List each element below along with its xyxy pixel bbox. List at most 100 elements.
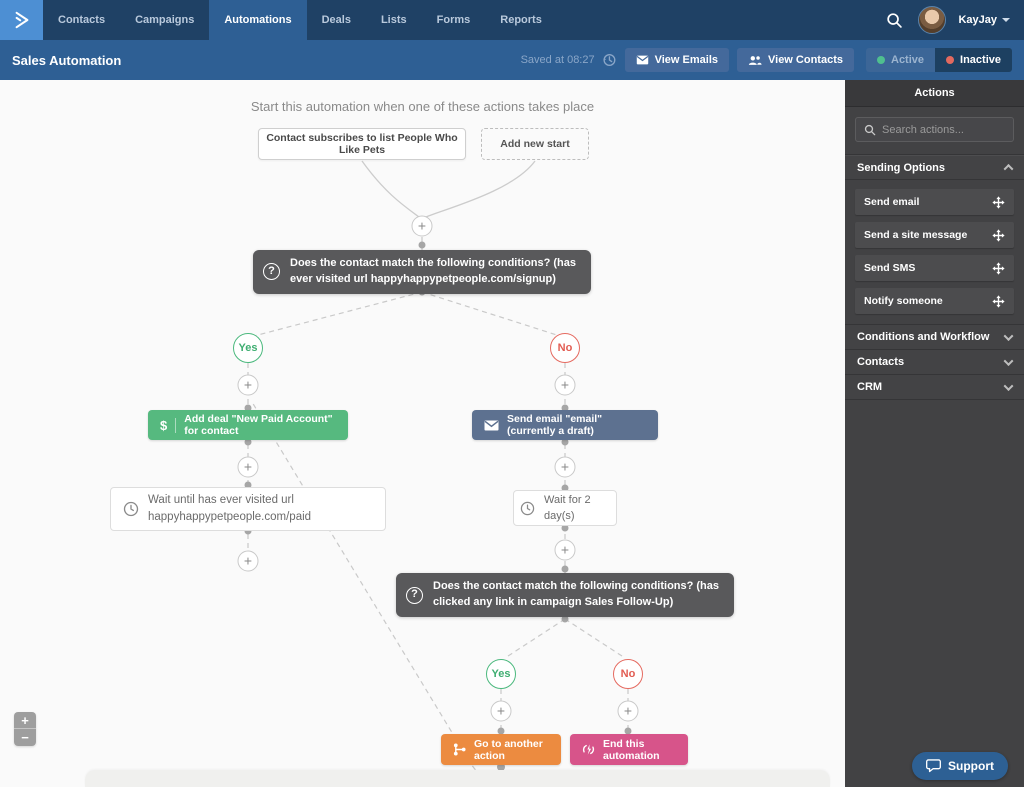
view-contacts-label: View Contacts (768, 54, 843, 66)
goto-action-node[interactable]: Go to another action (441, 734, 561, 765)
end-automation-label: End this automation (603, 737, 660, 762)
inactive-label: Inactive (960, 54, 1001, 66)
activecampaign-logo[interactable] (0, 0, 43, 40)
action-item-notify-someone[interactable]: Notify someone (855, 288, 1014, 314)
wait-until-label: Wait until has ever visited url happyhap… (148, 493, 312, 523)
end-automation-node[interactable]: End this automation (570, 734, 688, 765)
tab-reports[interactable]: Reports (500, 14, 542, 26)
wait-2days-action-node[interactable]: Wait for 2 day(s) (513, 490, 617, 526)
navbar-right: KayJay (882, 0, 1024, 40)
question-icon: ? (263, 263, 280, 281)
tab-deals[interactable]: Deals (321, 14, 351, 26)
section-label: CRM (857, 381, 883, 393)
add-action-button[interactable]: + (554, 456, 576, 478)
toggle-active[interactable]: Active (866, 48, 936, 72)
chevron-down-icon (1003, 330, 1014, 341)
chevron-up-icon (1003, 163, 1014, 174)
drag-move-icon (992, 294, 1005, 308)
section-label: Contacts (857, 356, 905, 368)
user-avatar[interactable] (918, 6, 947, 34)
toolbar-right: Saved at 08:27 View Emails View Contacts… (521, 48, 1012, 72)
clock-icon (123, 501, 139, 517)
condition-text: Does the contact match the following con… (290, 257, 577, 285)
connector-lines (244, 160, 632, 781)
no-branch-label: No (550, 333, 580, 363)
section-label: Sending Options (857, 161, 945, 174)
add-action-button[interactable]: + (490, 700, 512, 722)
active-status-dot-icon (877, 56, 885, 64)
yes-branch-label: Yes (233, 333, 263, 363)
history-icon[interactable] (601, 52, 617, 68)
add-new-start-button[interactable]: Add new start (481, 128, 589, 160)
action-item-send-sms[interactable]: Send SMS (855, 255, 1014, 281)
action-item-label: Notify someone (864, 295, 943, 307)
top-navbar: Contacts Campaigns Automations Deals Lis… (0, 0, 1024, 40)
send-email-action-node[interactable]: Send email "email" (currently a draft) (472, 410, 658, 440)
chevron-down-icon (1003, 355, 1014, 366)
canvas-zoom-controls: + − (14, 712, 36, 746)
inactive-status-dot-icon (946, 56, 955, 64)
tab-campaigns[interactable]: Campaigns (135, 14, 195, 26)
actions-sidebar: Actions Sending Options Send email Send … (845, 80, 1024, 787)
add-action-button[interactable]: + (554, 539, 576, 561)
end-automation-icon (582, 743, 595, 756)
view-emails-label: View Emails (654, 54, 718, 66)
section-contacts[interactable]: Contacts (845, 350, 1024, 375)
user-menu[interactable]: KayJay (958, 14, 1010, 26)
sending-options-items: Send email Send a site message Send SMS … (845, 180, 1024, 325)
section-crm[interactable]: CRM (845, 375, 1024, 400)
search-actions-input[interactable] (882, 123, 1005, 136)
question-icon: ? (406, 586, 423, 604)
envelope-icon (636, 55, 649, 65)
send-email-label: Send email "email" (currently a draft) (507, 413, 603, 437)
add-action-button[interactable]: + (237, 550, 259, 572)
active-inactive-toggle: Active Inactive (866, 48, 1012, 72)
saved-status: Saved at 08:27 (521, 52, 617, 68)
saved-status-label: Saved at 08:27 (520, 54, 595, 66)
clock-icon (520, 501, 535, 516)
support-label: Support (948, 759, 994, 773)
toggle-inactive[interactable]: Inactive (935, 48, 1012, 72)
global-search-button[interactable] (882, 8, 906, 32)
action-item-send-email[interactable]: Send email (855, 189, 1014, 215)
condition-node-clicked-link[interactable]: ? Does the contact match the following c… (396, 573, 734, 617)
add-action-button[interactable]: + (617, 700, 639, 722)
main-nav-tabs: Contacts Campaigns Automations Deals Lis… (43, 0, 557, 40)
wait-until-action-node[interactable]: Wait until has ever visited url happyhap… (110, 487, 386, 531)
add-deal-label: Add deal "New Paid Account" for contact (184, 413, 333, 437)
tab-automations[interactable]: Automations (209, 0, 307, 40)
zoom-in-button[interactable]: + (14, 712, 36, 729)
add-action-button[interactable]: + (237, 456, 259, 478)
section-sending-options[interactable]: Sending Options (845, 155, 1024, 180)
drag-move-icon (992, 195, 1005, 209)
tab-contacts[interactable]: Contacts (58, 14, 106, 26)
view-emails-button[interactable]: View Emails (624, 48, 729, 72)
add-action-button[interactable]: + (237, 374, 259, 396)
add-deal-action-node[interactable]: $ Add deal "New Paid Account" for contac… (148, 410, 348, 440)
drag-move-icon (992, 261, 1005, 275)
automation-canvas[interactable]: Start this automation when one of these … (0, 80, 845, 787)
yes-branch-label: Yes (486, 659, 516, 689)
condition-node-visited-signup[interactable]: ? Does the contact match the following c… (253, 250, 591, 294)
add-action-button[interactable]: + (554, 374, 576, 396)
envelope-icon (484, 420, 499, 431)
start-heading: Start this automation when one of these … (250, 99, 595, 114)
start-trigger-node[interactable]: Contact subscribes to list People Who Li… (258, 128, 466, 160)
add-action-button[interactable]: + (411, 215, 433, 237)
sidebar-search (855, 117, 1014, 142)
branch-goto-icon (453, 743, 466, 756)
view-contacts-button[interactable]: View Contacts (737, 48, 854, 72)
goto-label: Go to another action (474, 737, 543, 762)
search-icon (886, 12, 903, 29)
tab-forms[interactable]: Forms (436, 14, 471, 26)
search-icon (864, 124, 876, 136)
chat-bubble-icon (926, 759, 941, 773)
action-item-send-site-message[interactable]: Send a site message (855, 222, 1014, 248)
support-button[interactable]: Support (912, 752, 1008, 780)
section-conditions-workflow[interactable]: Conditions and Workflow (845, 325, 1024, 350)
tab-lists[interactable]: Lists (380, 14, 407, 26)
zoom-out-button[interactable]: − (14, 729, 36, 746)
contacts-icon (748, 55, 762, 66)
section-label: Conditions and Workflow (857, 331, 990, 343)
drag-move-icon (992, 228, 1005, 242)
